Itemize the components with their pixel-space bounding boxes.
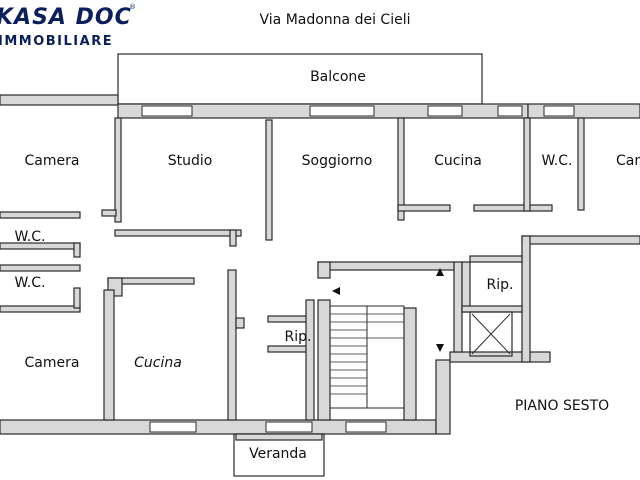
interior-walls [0, 117, 585, 421]
balcony-outline [117, 53, 483, 105]
room-wc-left-2: W.C. [15, 275, 46, 291]
room-cucina-top: Cucina [434, 153, 482, 169]
arrow-left-icon [332, 287, 340, 295]
room-studio: Studio [168, 153, 213, 169]
logo-subtitle: IMMOBILIARE [0, 34, 113, 49]
room-camera-top: Camera [25, 153, 80, 169]
room-rip-center: Rip. [285, 329, 312, 345]
room-labels: Balcone Camera Studio Soggiorno Cucina W… [15, 69, 640, 462]
street-name: Via Madonna dei Cieli [260, 12, 411, 28]
room-wc-left-1: W.C. [15, 229, 46, 245]
room-balcone: Balcone [310, 69, 366, 85]
registered-mark: ® [129, 3, 136, 11]
room-camera-right: Cam [616, 153, 640, 169]
logo-wordmark: KASA DOC [0, 5, 132, 30]
agency-logo: KASA DOC ® IMMOBILIARE [0, 3, 136, 49]
arrow-down-icon [436, 344, 444, 352]
staircase [329, 305, 405, 409]
arrow-up-icon [436, 268, 444, 276]
shaft [471, 313, 511, 355]
room-cucina-bottom: Cucina [134, 355, 182, 371]
room-soggiorno: Soggiorno [302, 153, 373, 169]
room-veranda: Veranda [249, 446, 307, 462]
floor-label: PIANO SESTO [515, 398, 609, 414]
door-arrows [332, 268, 444, 352]
room-rip-right: Rip. [487, 277, 514, 293]
room-camera-bottom: Camera [25, 355, 80, 371]
room-wc-top: W.C. [542, 153, 573, 169]
outer-walls [0, 94, 640, 435]
